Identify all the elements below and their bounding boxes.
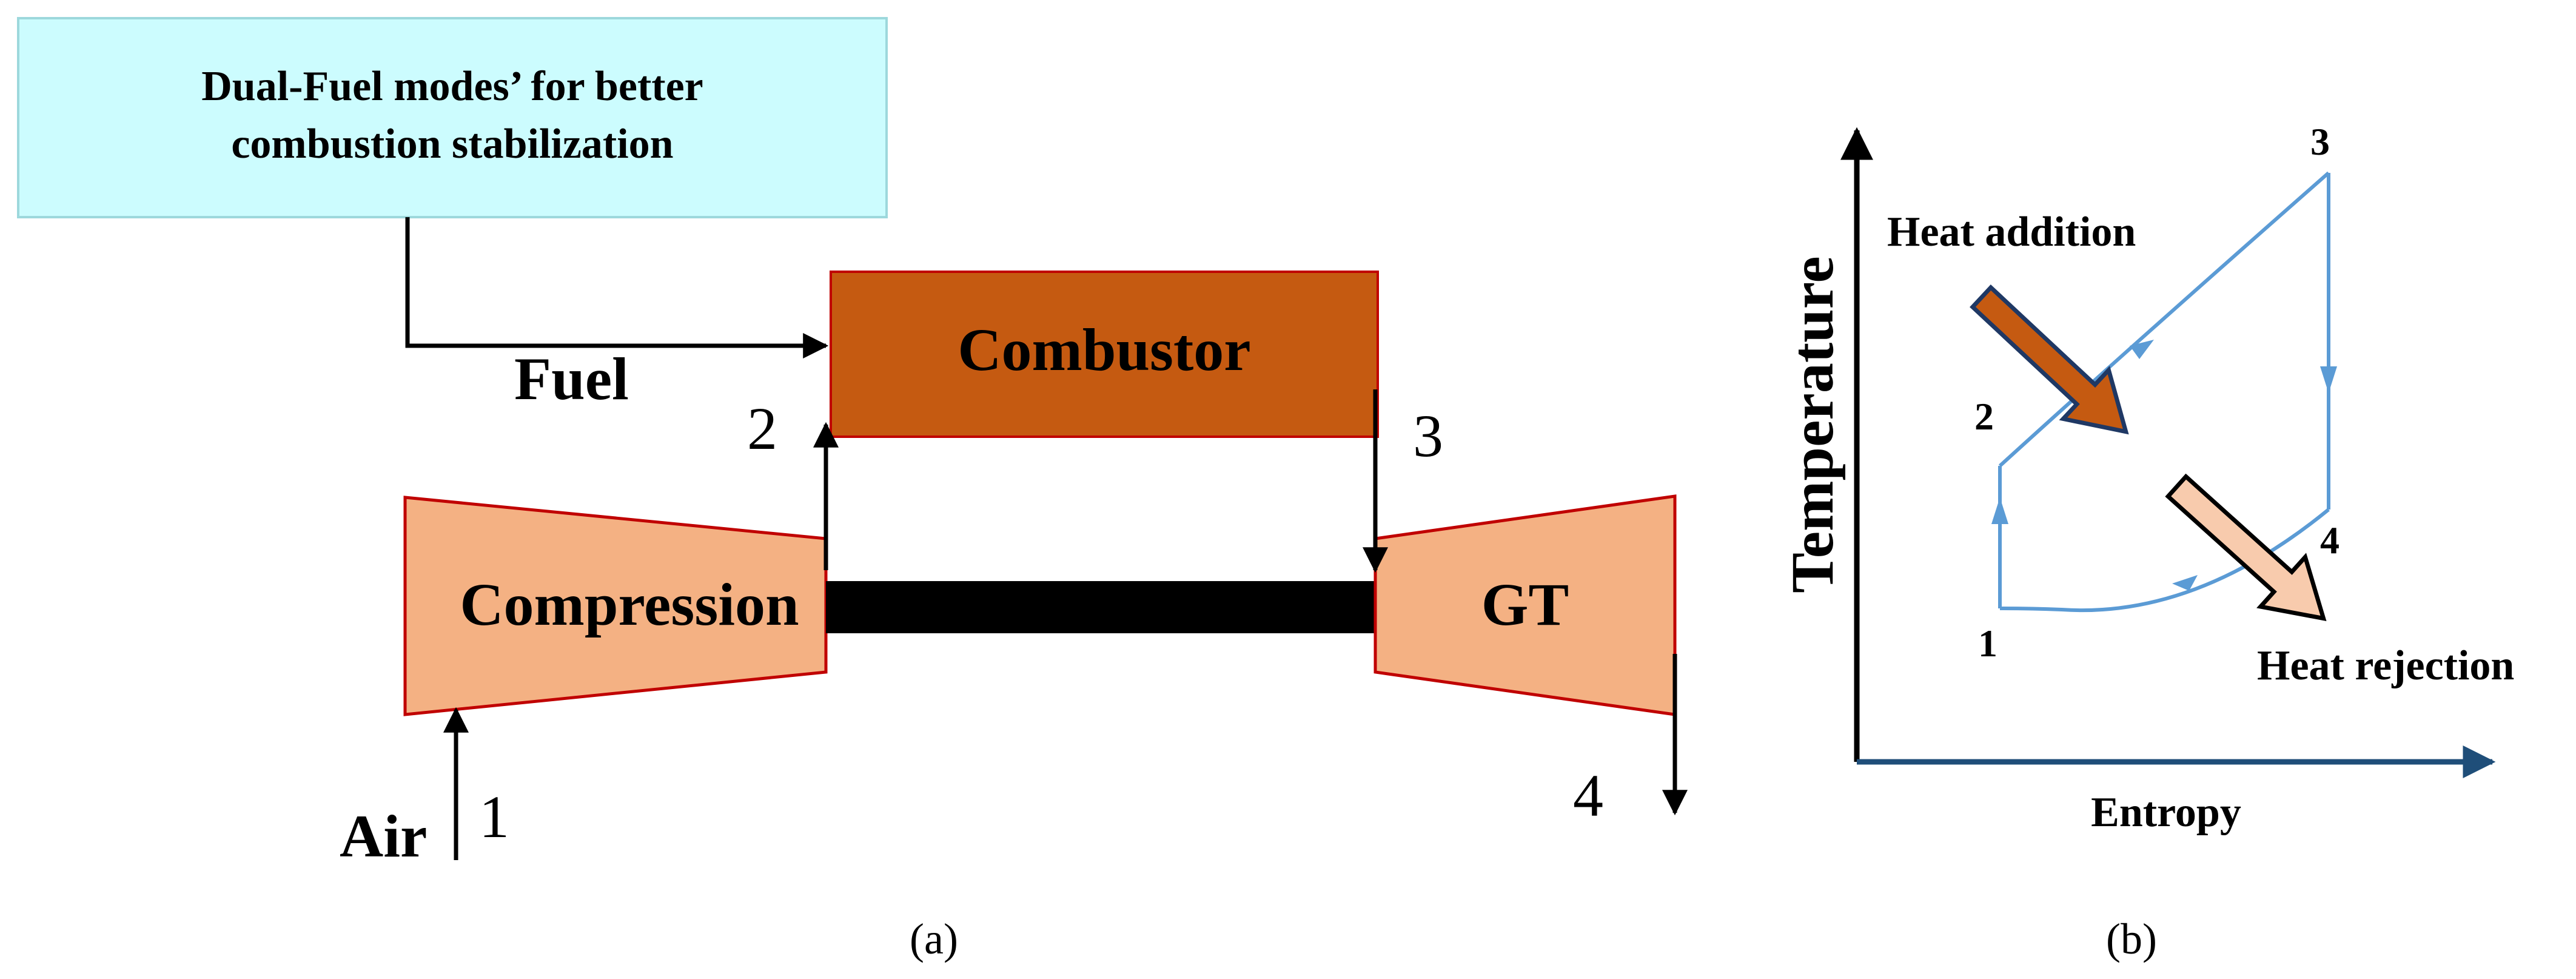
heat-rejection-label: Heat rejection	[2257, 642, 2514, 689]
note-line-1: Dual-Fuel modes’ for better	[201, 63, 703, 110]
dual-fuel-note-box	[17, 17, 888, 218]
cycle-process-2-3	[1998, 171, 2330, 468]
temperature-axis-label: Temperature	[1779, 256, 1846, 593]
heat-rejection-arrow	[2165, 473, 2327, 621]
cycle-direction-arrow-1-2	[1991, 497, 2008, 524]
note-line-2: combustion stabilization	[231, 121, 673, 167]
ts-point-3-label: 3	[2310, 120, 2330, 163]
ts-point-1-label: 1	[1978, 622, 1997, 665]
entropy-axis-label: Entropy	[2091, 789, 2241, 836]
cycle-direction-arrow-2-3	[2130, 340, 2154, 359]
state-2-label: 2	[747, 395, 777, 462]
ts-point-4-label: 4	[2320, 519, 2340, 562]
combustor-block	[830, 271, 1379, 438]
fuel-label: Fuel	[514, 345, 629, 412]
heat-addition-arrow	[1970, 284, 2129, 435]
air-label: Air	[340, 802, 427, 870]
heat-addition-label: Heat addition	[1887, 209, 2136, 255]
combustor-label: Combustor	[958, 316, 1250, 383]
panel-a: Dual-Fuel modes’ for better combustion s…	[17, 17, 1688, 963]
ts-point-2-label: 2	[1974, 395, 1994, 438]
state-3-label: 3	[1413, 402, 1443, 469]
compression-label: Compression	[460, 571, 799, 638]
panel-b: Temperature Entropy 1 2 3 4 Heat additio…	[1779, 120, 2514, 963]
state-1-label: 1	[479, 783, 509, 850]
caption-a: (a)	[910, 915, 958, 963]
fuel-line-arrow	[405, 217, 829, 358]
state-4-label: 4	[1573, 762, 1603, 829]
caption-b: (b)	[2106, 915, 2157, 963]
compressor-shape	[403, 496, 828, 716]
cycle-direction-arrow-4-1	[2172, 575, 2198, 591]
turbine-label: GT	[1481, 571, 1569, 638]
shaft	[826, 581, 1377, 633]
cycle-direction-arrow-3-4	[2320, 366, 2337, 393]
